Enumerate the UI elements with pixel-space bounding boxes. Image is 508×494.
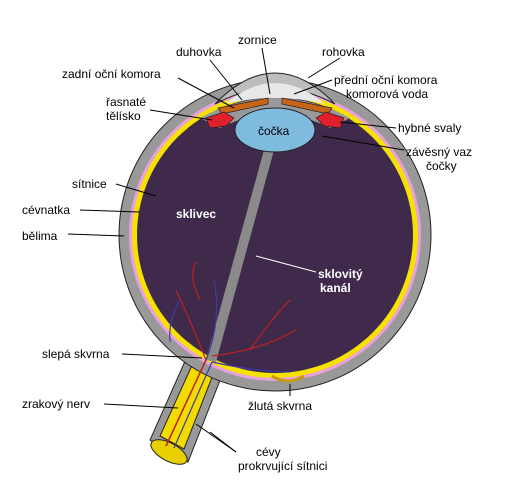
- leader-hybne-svaly: [339, 121, 397, 129]
- leader-zrakovy-nerv: [103, 403, 179, 409]
- ciliary-body-left: [205, 111, 235, 129]
- retinal-vessels: [169, 261, 297, 373]
- label-duhovka: duhovka: [176, 45, 222, 59]
- ciliary-body-right: [315, 111, 345, 129]
- label-sklovity: sklovitý: [318, 267, 363, 281]
- optic-nerve-end: [150, 439, 188, 465]
- macula: [271, 374, 305, 383]
- label-cocky: čočky: [426, 159, 457, 173]
- label-zornice: zornice: [238, 33, 277, 47]
- label-rasnate: řasnaté: [106, 95, 146, 109]
- label-komorova-voda: komorová voda: [346, 87, 428, 101]
- anterior-chamber: [225, 83, 325, 104]
- label-belima: bělima: [22, 229, 58, 243]
- iris-left: [217, 97, 269, 115]
- label-cocka: čočka: [258, 124, 290, 138]
- nerve-vessel-blue: [173, 361, 213, 449]
- label-zadni-komora: zadní oční komora: [62, 67, 161, 81]
- label-kanal: kanál: [320, 281, 351, 295]
- leader-rasnate: [149, 109, 213, 121]
- label-rohovka: rohovka: [322, 45, 365, 59]
- leader-duhovka: [209, 59, 243, 101]
- label-sklivec: sklivec: [176, 207, 216, 221]
- nerve-vessel-red: [165, 359, 207, 447]
- leader-belima: [67, 233, 125, 237]
- leader-cevnatka: [79, 209, 141, 213]
- hyaloid-canal: [206, 150, 274, 362]
- label-prokrvujici: prokrvující sítnici: [238, 459, 327, 473]
- leader-predni-komora: [293, 79, 333, 95]
- label-hybne-svaly: hybné svaly: [398, 121, 461, 135]
- label-sitnice: sítnice: [72, 177, 107, 191]
- label-zluta-skvrna: žlutá skvrna: [248, 399, 312, 413]
- label-cevnatka: cévnatka: [22, 203, 70, 217]
- label-predni-komora: přední oční komora: [334, 73, 438, 87]
- leader-zornice: [261, 47, 271, 95]
- leader-slepa-skvrna: [121, 353, 203, 359]
- leader-zavesny: [321, 135, 405, 151]
- label-zrakovy-nerv: zrakový nerv: [22, 397, 90, 411]
- leader-cevy-2: [209, 431, 237, 453]
- lens: [234, 107, 316, 153]
- label-telisko: tělísko: [106, 109, 141, 123]
- leader-rohovka: [307, 57, 341, 79]
- label-cevy: cévy: [256, 445, 281, 459]
- label-slepa-skvrna: slepá skvrna: [42, 347, 110, 361]
- leader-sklovity: [255, 255, 317, 273]
- leader-zadni-komora: [177, 77, 235, 109]
- leader-sitnice: [115, 183, 157, 197]
- iris-right: [281, 97, 333, 115]
- label-zavesny-vaz: závěsný vaz: [406, 145, 472, 159]
- vitreous-body: [137, 97, 413, 373]
